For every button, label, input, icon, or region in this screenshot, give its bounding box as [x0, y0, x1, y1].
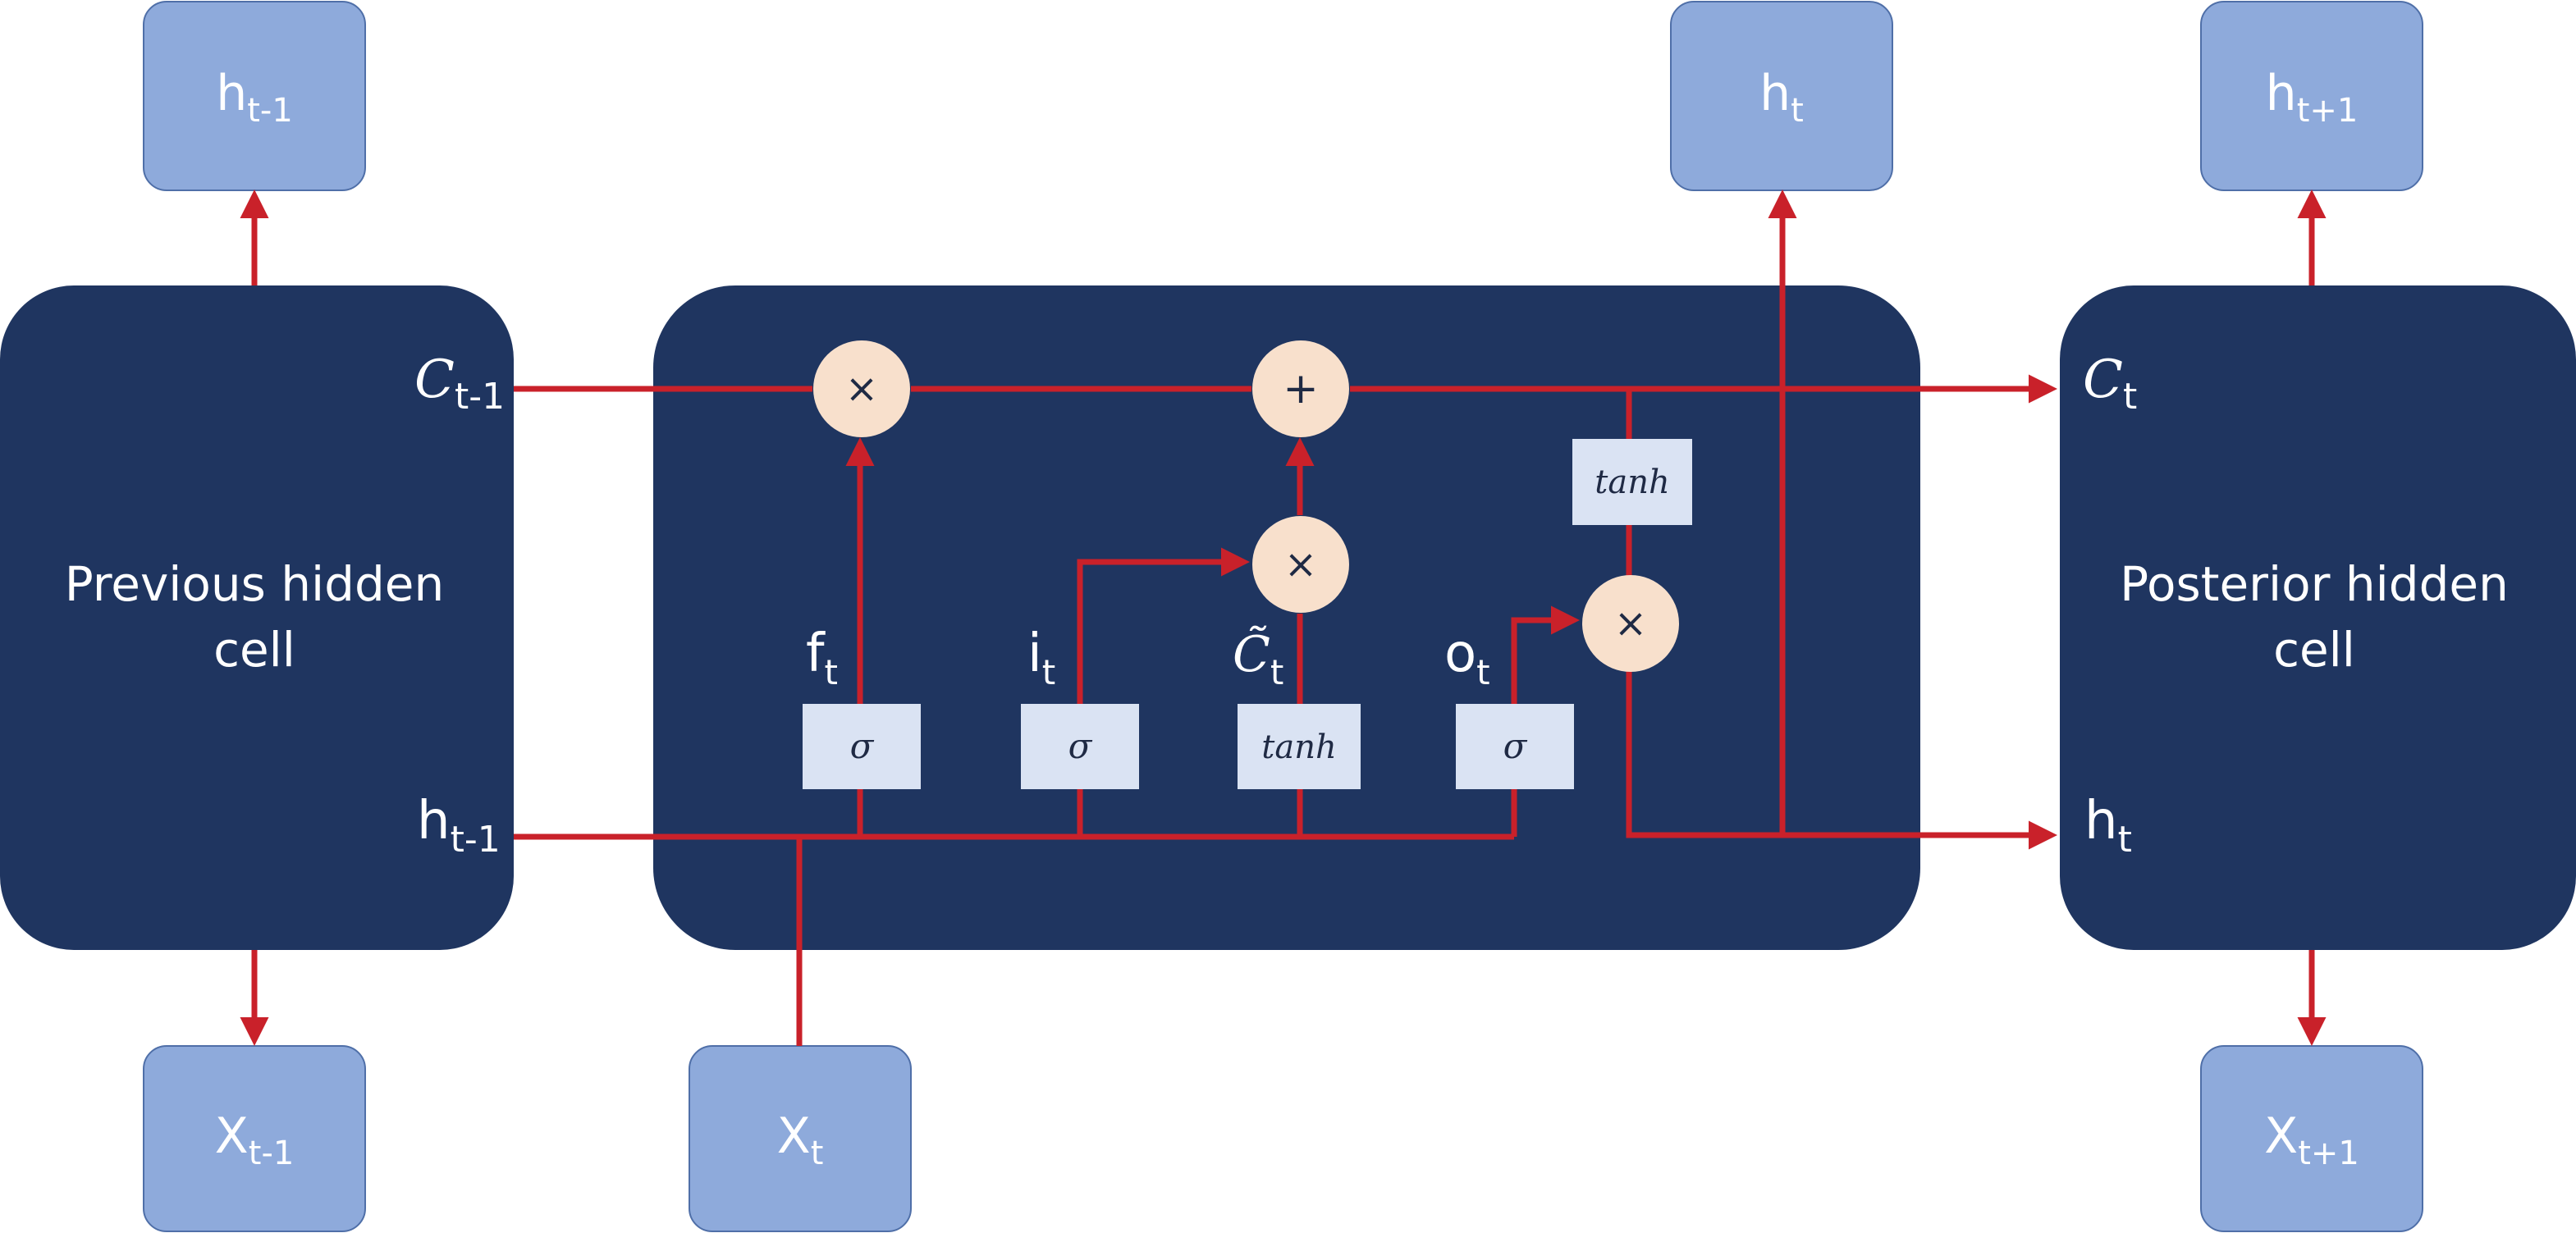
- add-symbol: +: [1283, 364, 1319, 413]
- x-prev-box: [143, 1045, 366, 1232]
- h-cur-label: ht: [1759, 65, 1804, 130]
- previous-hidden-cell: [0, 285, 514, 950]
- input-gate-box: [1021, 704, 1139, 789]
- output-multiply-symbol: ×: [1614, 601, 1647, 646]
- candidate-output-label: C̃t: [1233, 625, 1283, 692]
- c-prev-label: Ct-1: [414, 349, 505, 418]
- add-op: [1252, 340, 1349, 437]
- h-next-label: ht+1: [2266, 65, 2359, 130]
- x-cur-label: Xt: [777, 1107, 824, 1172]
- input-multiply-op: [1252, 516, 1349, 613]
- posterior-hidden-cell: [2060, 285, 2576, 950]
- output-multiply-op: [1582, 575, 1679, 672]
- forget-multiply-symbol: ×: [845, 366, 878, 412]
- forget-gate-label: σ: [850, 726, 875, 766]
- output-gate-box: [1456, 704, 1574, 789]
- forget-multiply-op: [813, 340, 910, 437]
- forget-gate-box: [803, 704, 921, 789]
- x-next-label: Xt+1: [2264, 1107, 2359, 1172]
- x-next-box: [2200, 1045, 2423, 1232]
- h-prev-label: ht-1: [216, 65, 293, 130]
- input-multiply-symbol: ×: [1284, 541, 1317, 587]
- x-prev-label: Xt-1: [215, 1107, 295, 1172]
- cell-tanh-box: [1572, 439, 1692, 525]
- cell-tanh-label: tanh: [1595, 464, 1669, 501]
- output-gate-output-label: ot: [1444, 623, 1490, 692]
- input-output-label: it: [1027, 623, 1055, 692]
- wires: [240, 190, 2327, 1046]
- candidate-gate-box: [1238, 704, 1361, 789]
- forget-output-label: ft: [806, 623, 838, 692]
- candidate-gate-label: tanh: [1261, 728, 1336, 766]
- output-gate-label: σ: [1503, 726, 1528, 766]
- h-prev-side-label: ht-1: [417, 791, 501, 861]
- input-gate-label: σ: [1068, 726, 1093, 766]
- c-cur-label: Ct: [2083, 349, 2137, 418]
- h-cur-side-label: ht: [2084, 791, 2132, 861]
